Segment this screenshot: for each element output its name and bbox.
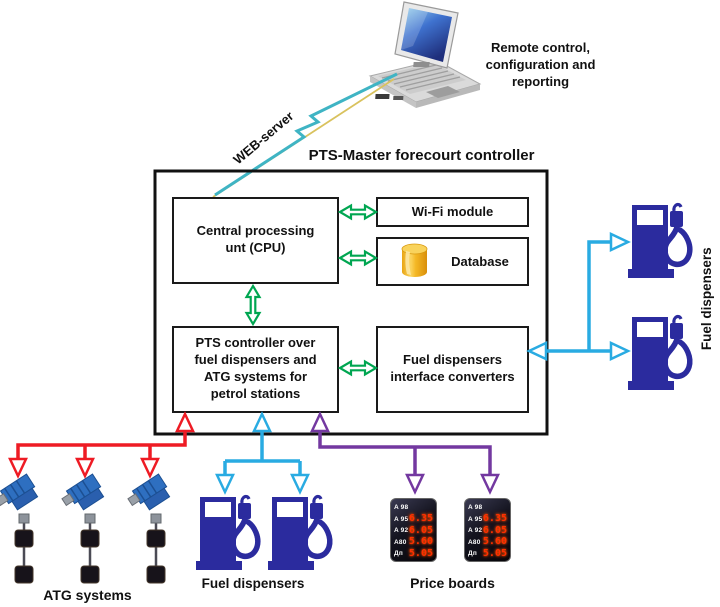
cpu-box bbox=[172, 197, 339, 284]
fuel-price: 5.60 bbox=[408, 536, 433, 547]
atg-probe-icon bbox=[0, 472, 42, 585]
price-boards-label: Price boards bbox=[410, 575, 495, 591]
red-atg-bus bbox=[8, 411, 195, 479]
fuel-grade: A 98 bbox=[468, 504, 483, 511]
price-row: A80 5.60 bbox=[468, 537, 507, 548]
price-board: A 98 A 95 6.35 A 92 6.05 A80 5.60 Дп 5.0… bbox=[464, 498, 511, 562]
forecourt-controller-box bbox=[153, 169, 549, 436]
price-board: A 98 A 95 6.35 A 92 6.05 A80 5.60 Дп 5.0… bbox=[390, 498, 437, 562]
arrow-cpu-wifi bbox=[337, 203, 379, 221]
price-row: A 95 6.35 bbox=[394, 514, 433, 525]
price-row: A 98 bbox=[468, 502, 507, 513]
price-row: A 95 6.35 bbox=[468, 514, 507, 525]
cpu-label: Central processing unt (CPU) bbox=[196, 223, 315, 255]
red-arrowhead-up bbox=[175, 411, 195, 433]
fuel-grade: Дп bbox=[468, 550, 477, 557]
purple-arrowhead-up bbox=[310, 411, 330, 433]
fuel-price: 6.35 bbox=[408, 513, 433, 524]
price-row: Дп 5.05 bbox=[468, 548, 507, 559]
fuel-grade: A 92 bbox=[394, 527, 409, 534]
fuel-grade: Дп bbox=[394, 550, 403, 557]
database-label: Database bbox=[451, 254, 509, 269]
purple-priceboard-bus bbox=[310, 411, 500, 495]
web-link-bolt bbox=[212, 72, 398, 198]
cyan-dispenser-bus-right bbox=[526, 232, 631, 361]
fuel-price: 6.35 bbox=[482, 513, 507, 524]
fuel-price: 5.05 bbox=[408, 547, 433, 559]
cyan-dispenser-bus-bottom bbox=[215, 411, 310, 495]
fuel-dispenser-icon bbox=[196, 496, 258, 570]
fuel-grade: A 98 bbox=[394, 504, 409, 511]
price-row: A 92 6.05 bbox=[394, 525, 433, 536]
fuel-grade: A 95 bbox=[468, 515, 483, 523]
wifi-label: Wi-Fi module bbox=[411, 204, 494, 219]
pts-controller-box bbox=[172, 326, 339, 413]
atg-probe-icon bbox=[58, 472, 108, 585]
fuel-price: 6.05 bbox=[482, 524, 507, 536]
wifi-box bbox=[376, 197, 529, 227]
converters-label: Fuel dispensers interface converters bbox=[390, 352, 515, 384]
database-icon bbox=[401, 243, 428, 277]
atg-systems-label: ATG systems bbox=[43, 587, 132, 603]
atg-probe-icon bbox=[124, 472, 174, 585]
pts-controller-label: PTS controller over fuel dispensers and … bbox=[194, 335, 317, 401]
remote-control-note: Remote control, configuration and report… bbox=[485, 40, 596, 89]
arrow-pts-converters bbox=[337, 359, 379, 377]
converters-box bbox=[376, 326, 529, 413]
diagram-title: PTS-Master forecourt controller bbox=[308, 147, 535, 164]
cyan-arrowhead-up bbox=[252, 411, 272, 433]
fuel-dispenser-icon bbox=[628, 204, 690, 278]
fuel-grade: A80 bbox=[468, 538, 481, 546]
arrow-cpu-ptscontroller bbox=[244, 283, 262, 327]
green-bus-arrows bbox=[244, 203, 379, 377]
fuel-grade: A80 bbox=[394, 538, 407, 546]
price-row: A80 5.60 bbox=[394, 537, 433, 548]
arrow-cpu-database bbox=[337, 249, 379, 267]
fuel-dispenser-icon bbox=[268, 496, 330, 570]
price-row: A 92 6.05 bbox=[468, 525, 507, 536]
fuel-dispenser-icon bbox=[628, 316, 690, 390]
price-row: Дп 5.05 bbox=[394, 548, 433, 559]
fuel-grade: A 92 bbox=[468, 527, 483, 534]
fuel-price: 6.05 bbox=[408, 524, 433, 536]
fuel-price: 5.60 bbox=[482, 536, 507, 547]
fuel-grade: A 95 bbox=[394, 515, 409, 523]
fuel-dispensers-right-label: Fuel dispensers bbox=[699, 247, 715, 351]
fuel-price: 5.05 bbox=[482, 547, 507, 559]
price-row: A 98 bbox=[394, 502, 433, 513]
fuel-dispensers-bottom-label: Fuel dispensers bbox=[201, 576, 305, 591]
laptop-icon bbox=[368, 1, 482, 108]
